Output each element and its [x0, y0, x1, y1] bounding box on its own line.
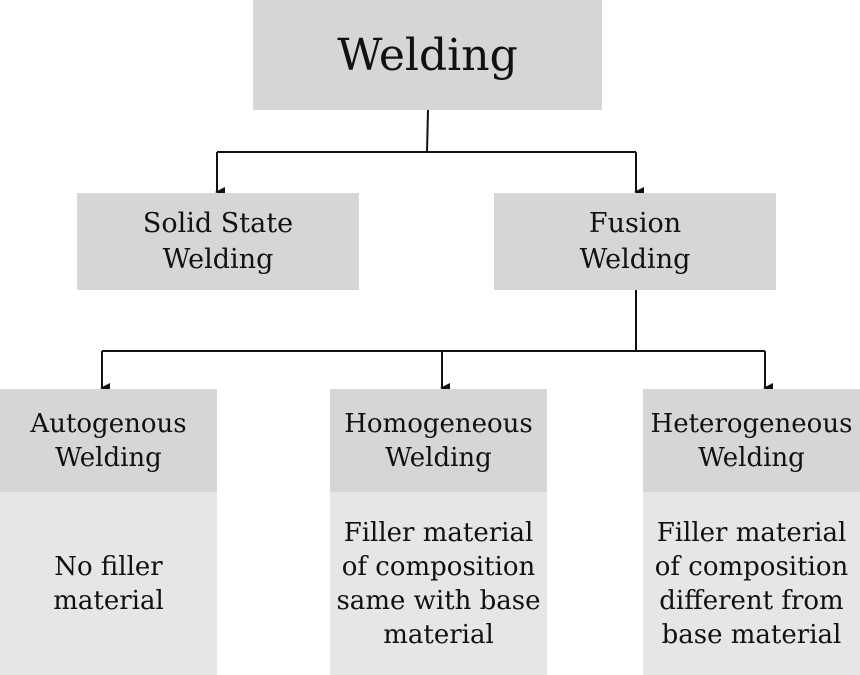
- node-heterogeneous-label: Heterogeneous Welding: [650, 408, 853, 473]
- autogenous-description: No filler material: [53, 551, 164, 616]
- node-solid-state-welding: Solid State Welding: [77, 193, 359, 290]
- node-autogenous-welding: Autogenous Welding: [0, 389, 217, 492]
- homogeneous-description: Filler material of composition same with…: [336, 517, 541, 650]
- autogenous-description-box: No filler material: [0, 492, 217, 675]
- homogeneous-description-box: Filler material of composition same with…: [330, 492, 547, 675]
- node-homogeneous-label: Homogeneous Welding: [344, 408, 533, 473]
- heterogeneous-description: Filler material of composition different…: [654, 517, 849, 650]
- connector-root-stem: [426, 109, 429, 153]
- node-homogeneous-welding: Homogeneous Welding: [330, 389, 547, 492]
- node-solid-state-label: Solid State Welding: [142, 207, 294, 275]
- node-autogenous-label: Autogenous Welding: [30, 408, 187, 473]
- root-node-label: Welding: [337, 29, 518, 81]
- node-fusion-label: Fusion Welding: [579, 207, 691, 275]
- root-node-welding: Welding: [253, 0, 602, 110]
- node-heterogeneous-welding: Heterogeneous Welding: [643, 389, 860, 492]
- node-fusion-welding: Fusion Welding: [494, 193, 776, 290]
- heterogeneous-description-box: Filler material of composition different…: [643, 492, 860, 675]
